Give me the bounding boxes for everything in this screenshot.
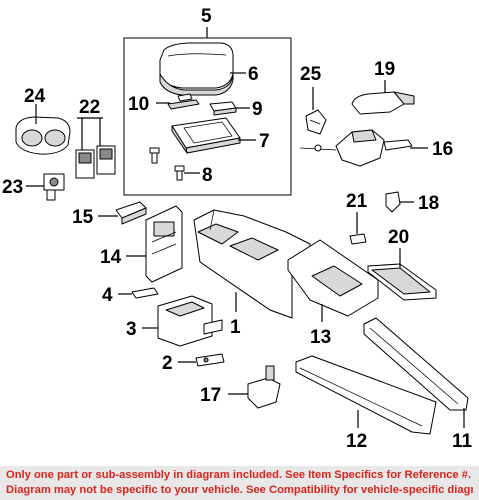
- callout-20: 20: [388, 227, 409, 248]
- part-7-tray: [171, 117, 241, 154]
- callout-14: 14: [100, 247, 122, 268]
- callout-5: 5: [201, 6, 212, 27]
- callout-25: 25: [300, 64, 322, 85]
- part-25-bracket: [305, 109, 327, 135]
- part-24-cupholder-insert: [15, 116, 71, 155]
- callout-8: 8: [202, 165, 213, 186]
- parts-diagram: 5 6 10 9 7 8 24 22 23 25 19 16 21 18 15 …: [2, 6, 473, 452]
- part-22-switch: [75, 145, 116, 179]
- part-12-side-panel: [295, 355, 437, 435]
- part-2-bracket: [195, 353, 225, 367]
- callout-9: 9: [252, 99, 263, 120]
- callout-17: 17: [200, 385, 221, 406]
- part-10-bracket: [167, 93, 200, 110]
- part-23-socket: [43, 173, 65, 201]
- part-19-shift-boot: [351, 91, 415, 115]
- callout-19: 19: [374, 59, 395, 80]
- callout-7: 7: [259, 131, 270, 152]
- callout-24: 24: [24, 86, 46, 107]
- callout-10: 10: [128, 94, 149, 115]
- callout-18: 18: [418, 193, 439, 214]
- callout-11: 11: [452, 431, 473, 452]
- part-14-panel: [145, 205, 183, 283]
- callout-16: 16: [432, 139, 453, 160]
- part-11-side-panel: [363, 317, 469, 411]
- callout-1: 1: [230, 317, 241, 338]
- part-9-clip: [209, 101, 237, 116]
- callout-3: 3: [126, 319, 137, 340]
- part-17-bracket: [247, 365, 281, 409]
- part-6-armrest-lid: [159, 42, 234, 96]
- part-18-clip: [385, 191, 401, 213]
- disclaimer-line-1: Only one part or sub-assembly in diagram…: [6, 469, 472, 481]
- disclaimer-footer: Only one part or sub-assembly in diagram…: [0, 466, 479, 500]
- part-3-storage-box: [157, 295, 223, 347]
- callout-2: 2: [162, 353, 173, 374]
- part-13-trim: [287, 239, 379, 317]
- disclaimer-line-2: Diagram may not be specific to your vehi…: [6, 484, 473, 496]
- callout-23: 23: [2, 177, 23, 198]
- callout-4: 4: [102, 285, 113, 306]
- callout-13: 13: [310, 327, 331, 348]
- callout-22: 22: [79, 97, 100, 118]
- part-1-console: [193, 209, 311, 319]
- callout-12: 12: [346, 431, 367, 452]
- callout-15: 15: [72, 207, 94, 228]
- part-8-screw: [149, 147, 185, 181]
- callout-21: 21: [346, 191, 368, 212]
- part-16-shifter: [299, 129, 413, 167]
- part-15-bezel: [115, 201, 147, 225]
- part-21-bracket: [349, 233, 367, 245]
- callout-6: 6: [248, 64, 259, 85]
- part-4-clip: [131, 287, 159, 299]
